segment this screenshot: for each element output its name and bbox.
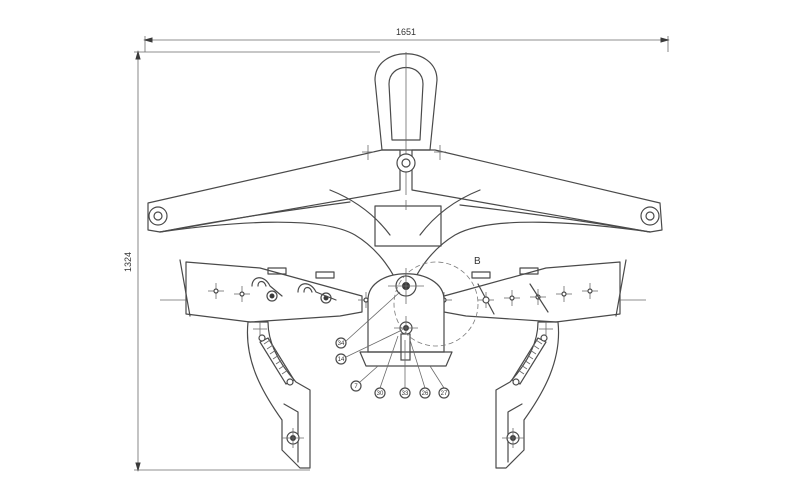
center-pivot-body (359, 268, 453, 367)
left-spring (258, 334, 295, 386)
lifting-eye (374, 52, 438, 195)
callout-33: 33 (402, 391, 409, 397)
height-dimension-label: 1324 (123, 252, 133, 272)
callout-7: 7 (354, 384, 358, 390)
callout-26: 26 (422, 391, 429, 397)
width-dimension: 1651 (143, 27, 670, 52)
right-jaw (495, 321, 560, 469)
width-dimension-label: 1651 (396, 27, 416, 37)
callout-34: 34 (338, 341, 345, 347)
callout-14: 14 (338, 357, 345, 363)
right-arm (436, 259, 646, 323)
detail-b-label: B (474, 256, 481, 267)
right-spring (511, 334, 548, 386)
top-beam (147, 145, 663, 233)
left-jaw (246, 321, 311, 469)
callout-30: 30 (377, 391, 384, 397)
part-callouts: 34 14 7 30 33 26 27 (335, 291, 450, 399)
height-dimension: 1324 (123, 50, 380, 472)
detail-b: B (393, 256, 481, 347)
callout-27: 27 (441, 391, 448, 397)
left-arm (160, 259, 374, 323)
scissor-arms (159, 189, 651, 291)
